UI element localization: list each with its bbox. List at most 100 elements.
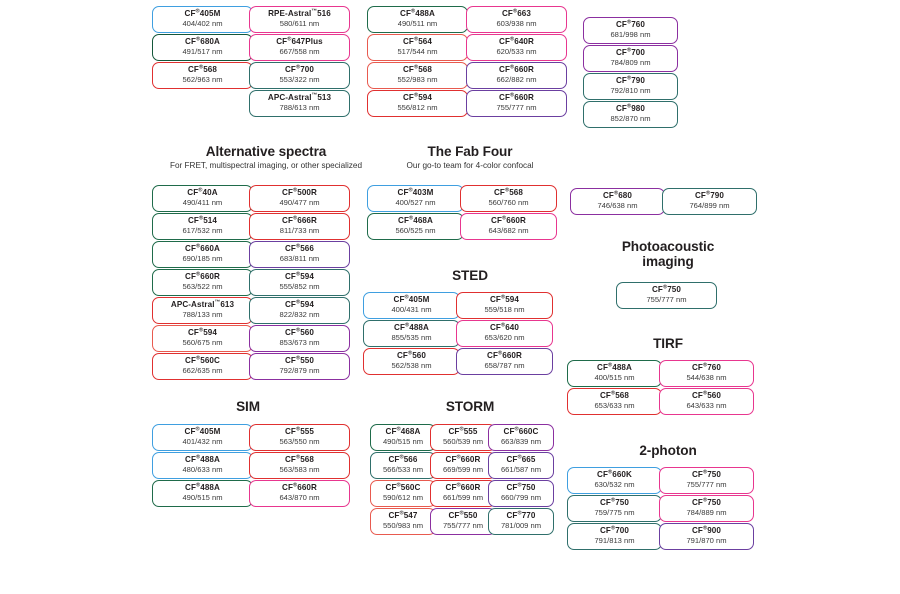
trademark-symbol: ®: [295, 299, 301, 306]
dye-wavelength: 580/611 nm: [279, 19, 320, 28]
dye-wavelength: 553/322 nm: [279, 75, 320, 84]
dye-wavelength: 490/515 nm: [382, 437, 424, 446]
dye-name: CF®750: [506, 482, 536, 493]
dye-name: CF®550: [448, 510, 478, 521]
dye-wavelength: 562/538 nm: [391, 361, 432, 370]
dye-wavelength: 681/998 nm: [610, 30, 651, 39]
dye-wavelength: 550/983 nm: [382, 521, 424, 530]
dye-wavelength: 630/532 nm: [594, 480, 635, 489]
trademark-symbol: ®: [702, 525, 708, 532]
dye-wavelength: 620/533 nm: [496, 47, 537, 56]
dye-name: CF®550: [284, 355, 315, 366]
trademark-symbol: ®: [196, 482, 201, 489]
dye-wavelength: 590/612 nm: [382, 493, 424, 502]
dye-wavelength: 556/812 nm: [397, 103, 438, 112]
dye-name: CF®700: [615, 47, 646, 58]
section-title-fab-four: The Fab Four: [427, 144, 513, 159]
dye-wavelength: 660/799 nm: [500, 493, 542, 502]
trademark-symbol: ®: [626, 103, 632, 110]
dye-wavelength: 560/539 nm: [442, 437, 484, 446]
dye-name: CF®750: [691, 469, 722, 480]
trademark-symbol: ®: [456, 454, 461, 461]
dye-name: CF®790: [694, 190, 725, 201]
dye-wavelength: 490/411 nm: [182, 198, 223, 207]
